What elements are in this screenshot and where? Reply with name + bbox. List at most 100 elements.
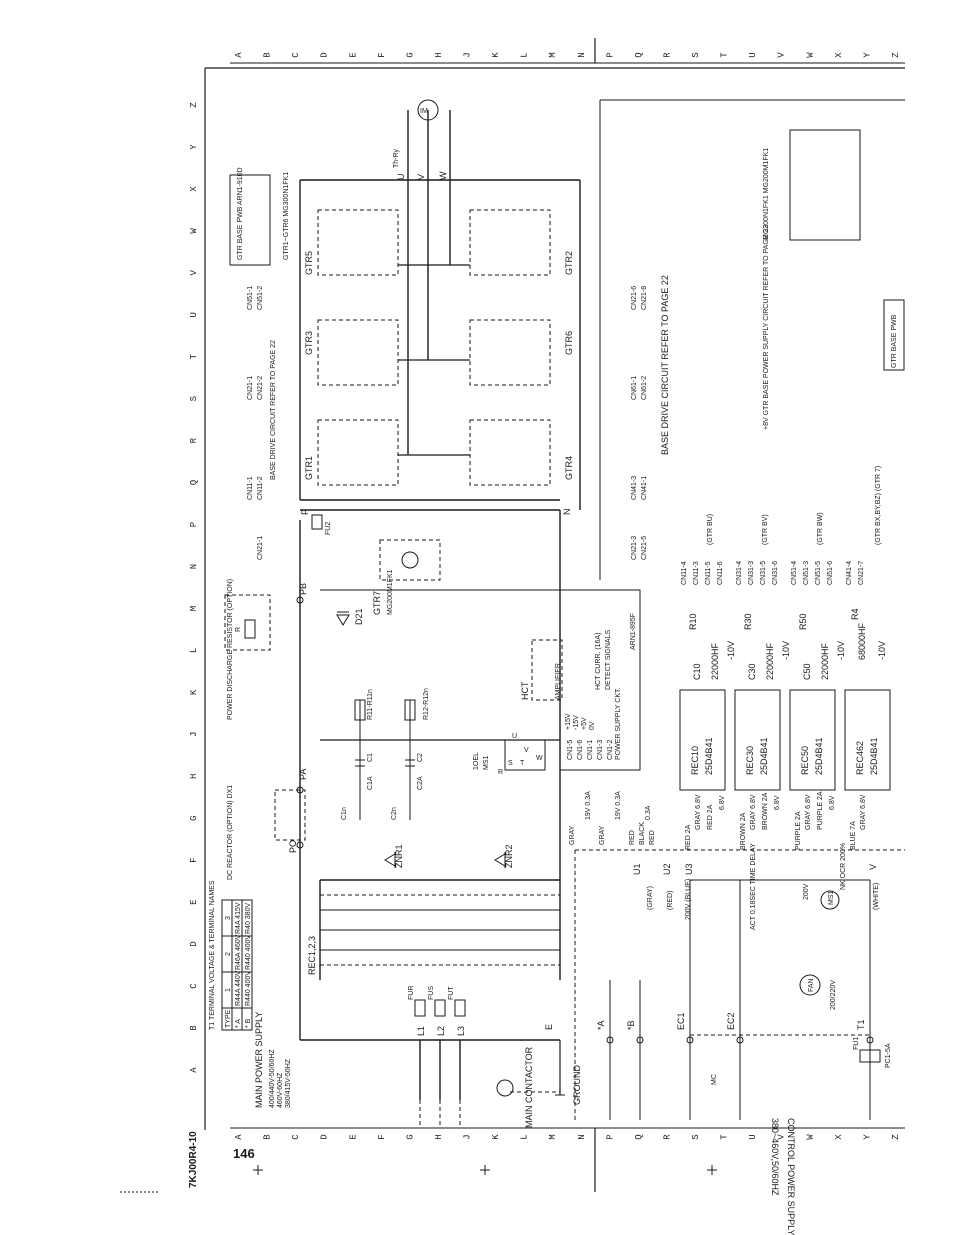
rec10-wire1: RED 2A: [685, 824, 692, 850]
supply-wire-3: RED: [629, 830, 636, 845]
rec30-wire2: GRAY 6.8V: [750, 794, 757, 830]
rec50-res: R50: [798, 613, 808, 630]
ms1-t: T: [520, 760, 525, 767]
grid-letter-b-14: Q: [634, 1134, 644, 1139]
rec50-cn3: CN51-5: [815, 561, 822, 585]
capacitor-bank: C1n C1A C1 C2n C2A C2 R11-R11n R12-R12n: [341, 688, 430, 820]
grid-letter-t-12: N: [577, 52, 587, 57]
line-L3: L3: [456, 1026, 466, 1036]
grid-letter-b-7: H: [434, 1134, 444, 1139]
rec462-gtr: (GTR BX,BY,BZ) (GTR 7): [875, 466, 882, 545]
grid-letter-b-5: F: [377, 1134, 387, 1139]
ctrl-fan: FAN: [808, 978, 815, 992]
discharge-resistor: R POWER DISCHARGE RESISTOR (OPTION): [224, 579, 271, 720]
node-PA: PA: [298, 769, 308, 780]
output-W: W: [438, 171, 448, 180]
supply-volt-1: 19V 0.3A: [585, 791, 592, 820]
dc-reactor-label: DC REACTOR (OPTION) DX1: [227, 785, 234, 880]
rec30-res: R30: [743, 613, 753, 630]
grid-letter-t-14: Q: [634, 52, 644, 57]
grid-letter-t-1: B: [263, 52, 273, 58]
grid-letter-b-18: U: [748, 1134, 758, 1139]
grid-letter-t-23: Z: [891, 52, 901, 58]
page-number: 146: [233, 1146, 255, 1161]
gtr3-label: GTR3: [304, 331, 314, 355]
grid-letter-b-13: P: [605, 1134, 615, 1139]
rec462-out: -10V: [877, 641, 887, 660]
rec10-cn2: CN11-3: [693, 561, 700, 585]
grid-letter-t-21: X: [834, 52, 844, 58]
grid-letter-side-12: M: [189, 606, 199, 611]
tt-r1c3: R40 380V: [245, 903, 252, 934]
main-power-labels: MAIN POWER SUPPLY 400/440V-50/60HZ 460V-…: [254, 1012, 582, 1128]
rec50-gtr: (GTR BW): [817, 512, 824, 545]
cap-C1A: C1A: [367, 776, 374, 790]
rec30-cap: C30: [747, 663, 757, 680]
supply-text-6: +5V: [581, 717, 588, 730]
ctrl-fan-spec: 200/220V: [830, 980, 837, 1010]
cn-lower-3: CN61-1: [631, 376, 638, 400]
rec50-wire2: GRAY 6.8V: [805, 794, 812, 830]
supply-cn-3: CN1-1: [587, 740, 594, 760]
grid-letter-b-20: W: [805, 1134, 815, 1140]
main-power-spec-3: 380/415V-50HZ: [285, 1058, 292, 1108]
main-input-lines: L1 L2 L3 FUR FUS FUT: [300, 986, 565, 1125]
gtr4-label: GTR4: [564, 456, 574, 480]
znr1-label: ZNR1: [394, 844, 404, 868]
grid-letter-side-18: F: [189, 857, 199, 862]
cn-lower-4: CN61-2: [641, 376, 648, 400]
grid-letter-b-2: C: [291, 1134, 301, 1140]
rec30-cn4: CN31-6: [772, 561, 779, 585]
hct-label: HCT: [520, 681, 530, 700]
fuse-FUT: FUT: [448, 986, 455, 1000]
rec30-diode: 25D4B41: [759, 737, 769, 775]
ground-label: GROUND: [572, 1065, 582, 1105]
ctrl-act: ACT 0.18SEC TIME DELAY: [750, 843, 757, 930]
res-R12: R12-R12n: [423, 688, 430, 720]
rec50-wire4: 6.8V: [829, 795, 836, 810]
grid-letter-side-1: Y: [189, 144, 199, 150]
rec30-name: REC30: [745, 746, 755, 775]
grid-letter-b-17: T: [720, 1134, 730, 1140]
grid-letter-t-10: L: [520, 52, 530, 57]
ms1-r: R: [498, 769, 503, 776]
discharge-r-label: R: [235, 627, 242, 632]
rec10-gtr: (GTR BU): [707, 514, 714, 545]
cn-upper-2: CN11-1: [247, 476, 254, 500]
supply-text-4: +15V: [565, 713, 572, 730]
cn-upper-5: CN51-2: [257, 286, 264, 310]
grid-letter-b-16: S: [691, 1134, 701, 1139]
ctrl-tap-U2: U2: [662, 863, 672, 875]
ctrl-term-B: *B: [626, 1020, 636, 1030]
rec10-capval: 22000HF: [710, 642, 720, 680]
rec10-cn4: CN11-6: [717, 561, 724, 585]
motor-label: IM: [420, 108, 428, 115]
output-U: U: [396, 174, 406, 181]
grid-letter-t-13: P: [605, 52, 615, 57]
grid-letter-side-6: T: [189, 353, 199, 359]
base-power-label: +8V GTR BASE POWER SUPPLY CIRCUIT REFER …: [763, 225, 770, 430]
gtr5-label: GTR5: [304, 251, 314, 275]
output-V: V: [416, 174, 426, 180]
grid-letter-t-3: D: [320, 52, 330, 57]
rec50-cn4: CN51-6: [827, 561, 834, 585]
cap-C2A: C2A: [417, 776, 424, 790]
rec50-capval: 22000HF: [820, 642, 830, 680]
line-L1: L1: [416, 1026, 426, 1036]
cn-lower-5: CN21-6: [631, 286, 638, 310]
grid-letter-b-3: D: [320, 1134, 330, 1139]
supply-volt-3: 0.3A: [645, 805, 652, 820]
grid-letter-b-21: X: [834, 1134, 844, 1140]
gtr7-braking: D21 GTR7 MG200M1FK1: [336, 539, 441, 626]
left-border: [204, 67, 905, 1130]
rec50-cap: C50: [802, 663, 812, 680]
dc-reactor: DC REACTOR (OPTION) DX1: [227, 785, 306, 880]
supply-board: ARN1-895F AMPLIFIER HCT CURR. (16A) DETE…: [555, 589, 656, 845]
grid-letter-b-10: L: [520, 1134, 530, 1139]
tt-h1: 1: [225, 988, 232, 992]
rec10-wire3: RED 2A: [707, 804, 714, 830]
grid-letter-t-8: J: [463, 52, 473, 57]
grid-letter-b-9: K: [491, 1134, 501, 1140]
grid-letter-b-23: Z: [891, 1134, 901, 1140]
ms1-label: MS1: [483, 756, 490, 771]
